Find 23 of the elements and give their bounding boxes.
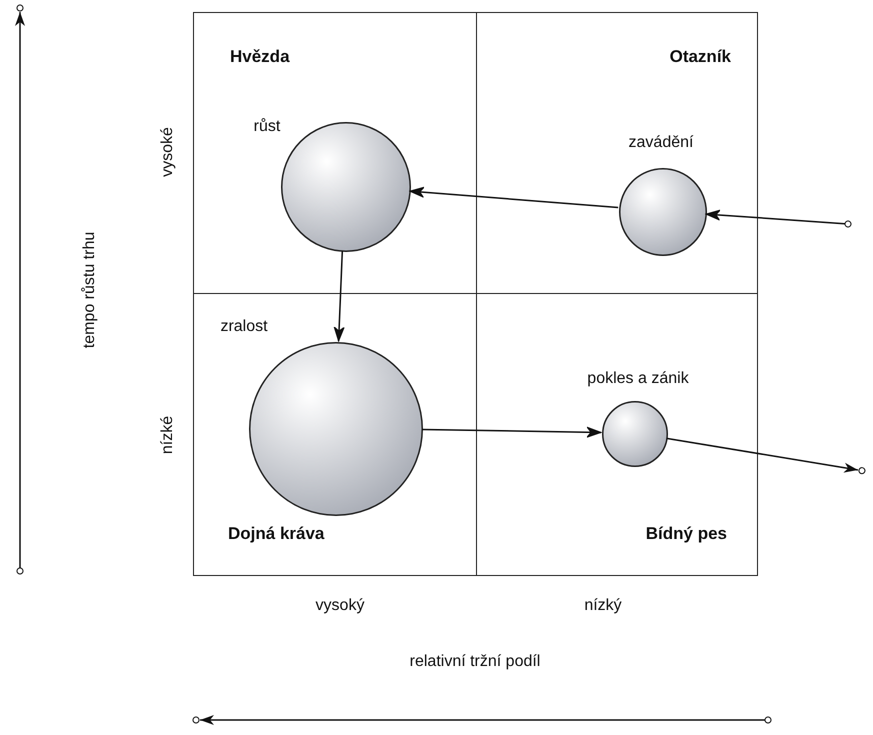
arrow bbox=[666, 438, 866, 474]
axis-label: relativní tržní podíl bbox=[410, 653, 540, 671]
arrow bbox=[334, 250, 345, 342]
arrow bbox=[422, 426, 602, 438]
quadrant-box bbox=[476, 293, 758, 576]
axis-level-label: vysoké bbox=[159, 127, 177, 177]
quadrant-title: Bídný pes bbox=[646, 524, 727, 544]
quadrant-title: Otazník bbox=[670, 47, 731, 67]
quadrant-box bbox=[193, 12, 477, 294]
quadrant-title: Hvězda bbox=[230, 47, 290, 67]
stage-label: pokles a zánik bbox=[587, 370, 689, 388]
arrow bbox=[409, 186, 618, 208]
quadrant-box bbox=[193, 293, 477, 576]
axis-label: tempo růstu trhu bbox=[81, 232, 99, 348]
stage-label: růst bbox=[254, 118, 280, 136]
arrow bbox=[705, 210, 852, 228]
quadrant-title: Dojná kráva bbox=[228, 524, 324, 544]
quadrant-box bbox=[476, 12, 758, 294]
axis-level-label: nízký bbox=[584, 597, 622, 615]
stage-label: zralost bbox=[220, 318, 268, 336]
stage-label: zavádění bbox=[628, 134, 694, 152]
axis-level-label: nízké bbox=[159, 416, 177, 454]
axis-level-label: vysoký bbox=[316, 597, 364, 615]
